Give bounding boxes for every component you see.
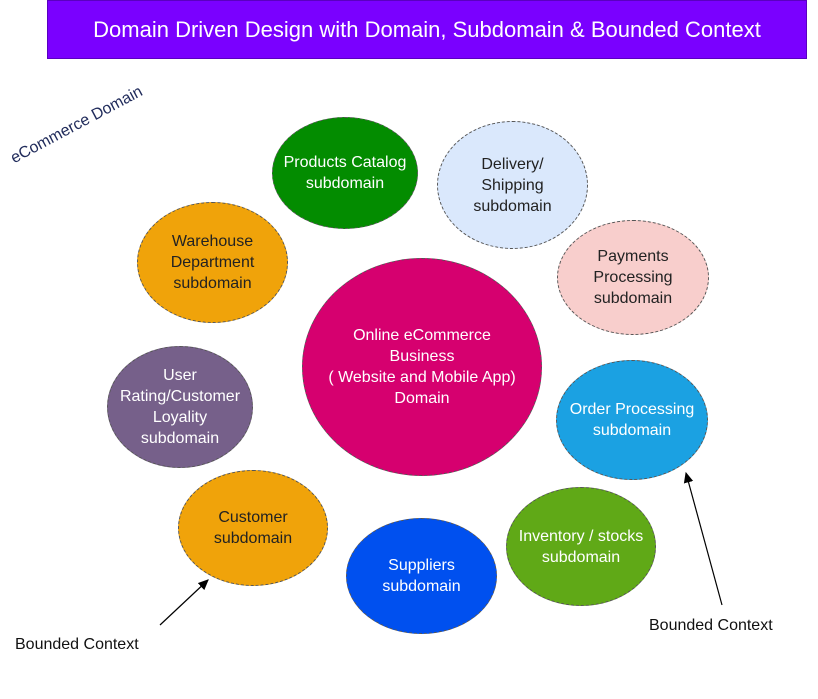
subdomain-customer: Customer subdomain [178,470,328,586]
subdomain-products-catalog: Products Catalog subdomain [272,117,418,229]
left-bounded-context-arrow [159,579,209,626]
subdomain-inventory-stocks: Inventory / stocks subdomain [506,487,656,606]
bounded-context-label-left: Bounded Context [15,636,139,653]
subdomain-delivery-shipping: Delivery/ Shipping subdomain [437,121,588,249]
bounded-context-label-right: Bounded Context [649,617,773,634]
subdomain-suppliers: Suppliers subdomain [346,518,497,634]
diagram-title: Domain Driven Design with Domain, Subdom… [47,0,807,59]
subdomain-order-processing: Order Processing subdomain [556,360,708,480]
subdomain-user-rating-loyalty: User Rating/Customer Loyality subdomain [107,346,253,468]
right-bounded-context-arrow [683,471,723,606]
subdomain-payments-processing: Payments Processing subdomain [557,220,709,335]
subdomain-warehouse-department: Warehouse Department subdomain [137,202,288,323]
core-domain-bubble: Online eCommerce Business ( Website and … [302,258,542,476]
